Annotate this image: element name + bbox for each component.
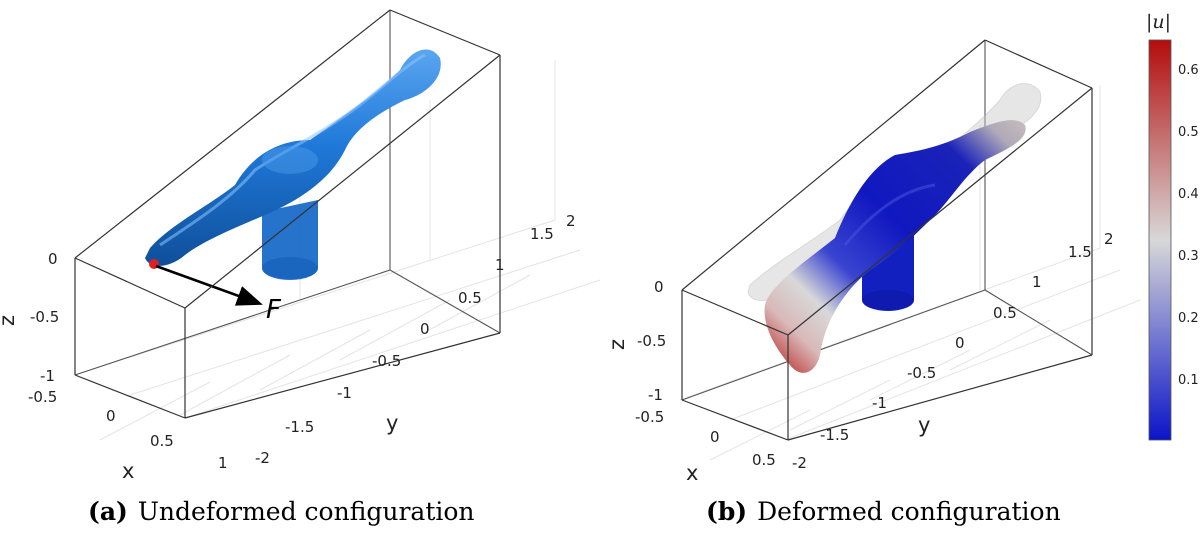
caption-panel-a-text: Undeformed configuration: [137, 497, 475, 526]
colorbar-title: |u|: [1146, 11, 1171, 33]
panel-a-z-tick-2: -1: [40, 367, 55, 385]
panel-b-x-label: x: [686, 461, 698, 485]
panel-a-z-tick-1: -0.5: [30, 308, 59, 326]
panel-b-y-tick-5: -0.5: [907, 364, 936, 382]
panel-a: F 0 -0.5 -1 z -0.5 0 0.5 1 x 2 1.5 1 0.5…: [0, 9, 601, 483]
colorbar-tick-5: 0.1: [1178, 373, 1199, 388]
panel-a-y-tick-5: -0.5: [372, 352, 401, 370]
panel-b-y-tick-8: -2: [792, 454, 807, 472]
panel-a-y-tick-1: 1.5: [530, 225, 554, 243]
panel-b-deformed-surface: [764, 120, 1026, 373]
colorbar-tick-1: 0.5: [1178, 125, 1199, 140]
panel-b-y-tick-6: -1: [872, 394, 887, 412]
panel-a-y-tick-0: 2: [566, 212, 576, 230]
panel-a-undeformed-surface: [145, 49, 441, 280]
caption-panel-a-tag: (a): [88, 497, 128, 526]
colorbar-gradient: [1148, 39, 1172, 441]
colorbar-tick-0: 0.6: [1178, 63, 1199, 78]
panel-a-x-label: x: [122, 459, 134, 483]
panel-b-z-tick-2: -1: [648, 386, 663, 404]
panel-b-y-tick-0: 2: [1104, 230, 1114, 248]
panel-b-y-tick-1: 1.5: [1068, 243, 1092, 261]
panel-a-x-tick-2: 0.5: [150, 432, 174, 450]
panel-b-box-front: [681, 39, 1093, 441]
force-label: F: [266, 295, 282, 325]
panel-a-z-label: z: [0, 315, 19, 326]
panel-b-x-tick-2: 0.5: [752, 451, 776, 469]
panel-a-box-back: [74, 10, 501, 376]
panel-a-y-tick-3: 0.5: [458, 289, 482, 307]
panel-b: 0 -0.5 -1 z -0.5 0 0.5 x 2 1.5 1 0.5 0 -…: [605, 39, 1141, 485]
colorbar-tick-2: 0.4: [1178, 187, 1199, 202]
colorbar-tick-3: 0.3: [1178, 249, 1199, 264]
caption-panel-b-text: Deformed configuration: [757, 497, 1061, 526]
panel-a-box-front: [74, 9, 501, 419]
caption-panel-b-tag: (b): [706, 497, 748, 526]
panel-a-y-tick-4: 0: [420, 320, 430, 338]
panel-b-z-tick-1: -0.5: [637, 332, 666, 350]
panel-a-z-tick-0: 0: [48, 250, 58, 268]
caption-panel-b: (b) Deformed configuration: [706, 497, 1061, 526]
panel-a-y-tick-8: -2: [255, 449, 270, 467]
panel-b-z-tick-0: 0: [654, 278, 664, 296]
panel-b-z-label: z: [605, 339, 629, 350]
panel-a-y-tick-6: -1: [337, 384, 352, 402]
force-arrow: [155, 264, 263, 306]
panel-a-y-tick-7: -1.5: [285, 418, 314, 436]
panel-a-x-tick-1: 0: [106, 407, 116, 425]
panel-b-y-label: y: [918, 413, 930, 437]
panel-a-x-tick-3: 1: [218, 454, 228, 472]
panel-a-x-tick-0: -0.5: [28, 388, 57, 406]
colorbar-tick-4: 0.2: [1178, 311, 1199, 326]
panel-b-y-tick-3: 0.5: [993, 304, 1017, 322]
panel-b-y-tick-7: -1.5: [820, 426, 849, 444]
panel-b-x-tick-0: -0.5: [635, 408, 664, 426]
panel-b-box-back: [681, 40, 1093, 401]
panel-b-y-tick-2: 1: [1032, 273, 1042, 291]
panel-a-y-tick-2: 1: [495, 256, 505, 274]
panel-a-y-label: y: [386, 411, 398, 435]
caption-panel-a: (a) Undeformed configuration: [88, 497, 475, 526]
panel-b-y-tick-4: 0: [955, 334, 965, 352]
colorbar: |u| 0.6 0.5 0.4 0.3 0.2 0.1: [1146, 11, 1199, 441]
panel-b-x-tick-1: 0: [710, 428, 720, 446]
